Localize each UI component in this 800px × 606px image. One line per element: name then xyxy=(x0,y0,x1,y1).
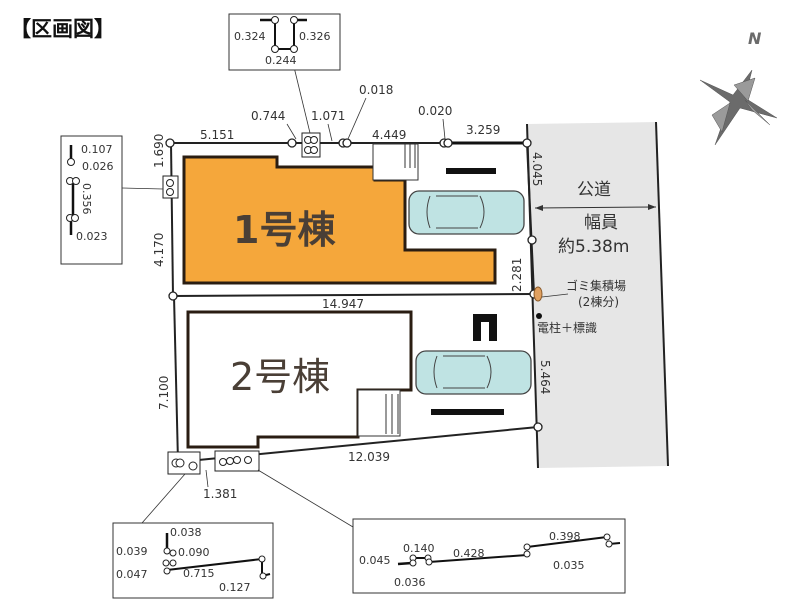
detail-left-b: 0.026 xyxy=(82,160,114,173)
dim-7100: 7.100 xyxy=(157,376,171,410)
detail-bl-e: 0.715 xyxy=(183,567,215,580)
detail-box-left: 0.107 0.026 0.356 0.023 xyxy=(60,135,123,265)
detail-bl-f: 0.127 xyxy=(219,581,251,594)
detail-br-b: 0.045 xyxy=(359,554,391,567)
dim-2281: 2.281 xyxy=(510,258,524,292)
dim-5151: 5.151 xyxy=(200,128,234,142)
detail-left-d: 0.023 xyxy=(76,230,108,243)
building-2 xyxy=(186,310,413,449)
road-edge-right xyxy=(655,121,669,467)
dim-0020: 0.020 xyxy=(418,104,452,118)
page-title: 【区画図】 xyxy=(10,17,115,41)
dim-0018: 0.018 xyxy=(359,83,393,97)
car-1 xyxy=(408,190,525,235)
detail-br-a: 0.140 xyxy=(403,542,435,555)
detail-box-bottom-left: 0.038 0.039 0.090 0.047 0.715 0.127 xyxy=(112,522,274,599)
garbage-station-sub: (2棟分) xyxy=(578,294,619,309)
car-2 xyxy=(415,350,532,395)
detail-br-e: 0.398 xyxy=(549,530,581,543)
dim-14947: 14.947 xyxy=(322,297,364,311)
dim-1381: 1.381 xyxy=(203,487,237,501)
detail-br-d: 0.036 xyxy=(394,576,426,589)
parking-marker xyxy=(473,314,497,341)
building-1-entrance xyxy=(372,143,419,181)
garbage-station-icon xyxy=(533,286,543,302)
detail-bl-d: 0.047 xyxy=(116,568,148,581)
dim-4045: 4.045 xyxy=(530,152,544,186)
dim-1071: 1.071 xyxy=(311,109,345,123)
parking-stop-1 xyxy=(446,168,496,174)
marker-box-top xyxy=(301,132,321,158)
dim-0744: 0.744 xyxy=(251,109,285,123)
road-width-value: 約5.38m xyxy=(558,237,629,257)
utility-pole-label: 電柱＋標識 xyxy=(537,320,597,335)
dim-12039: 12.039 xyxy=(348,450,390,464)
public-road xyxy=(527,122,668,468)
detail-br-f: 0.035 xyxy=(553,559,585,572)
detail-top-c: 0.244 xyxy=(265,54,297,67)
detail-box-bottom-right: 0.140 0.045 0.428 0.036 0.398 0.035 xyxy=(352,518,626,594)
garbage-station-label: ゴミ集積場 xyxy=(566,278,626,293)
detail-top-a: 0.324 xyxy=(234,30,266,43)
detail-bl-c: 0.090 xyxy=(178,546,210,559)
detail-bl-b: 0.039 xyxy=(116,545,148,558)
north-label: N xyxy=(748,29,762,48)
building-2-label: 2号棟 xyxy=(230,355,330,399)
detail-box-top: 0.324 0.326 0.244 xyxy=(228,13,341,71)
building-1-label: 1号棟 xyxy=(233,208,336,252)
detail-bl-a: 0.038 xyxy=(170,526,202,539)
detail-top-b: 0.326 xyxy=(299,30,331,43)
building-2-entrance xyxy=(357,389,401,437)
dim-5464: 5.464 xyxy=(538,360,552,394)
road-width-label: 幅員 xyxy=(584,213,618,233)
dim-4170: 4.170 xyxy=(152,233,166,267)
road-width-arrow xyxy=(534,206,657,209)
parking-stop-2 xyxy=(431,409,504,415)
road-label: 公道 xyxy=(577,180,611,200)
detail-br-c: 0.428 xyxy=(453,547,485,560)
detail-left-c: 0.356 xyxy=(80,183,93,215)
dim-3259: 3.259 xyxy=(466,123,500,137)
dim-1690: 1.690 xyxy=(152,134,166,168)
utility-pole-icon xyxy=(536,313,542,319)
dim-4449: 4.449 xyxy=(372,128,406,142)
compass-rose-icon: N xyxy=(699,29,778,146)
detail-left-a: 0.107 xyxy=(81,143,113,156)
